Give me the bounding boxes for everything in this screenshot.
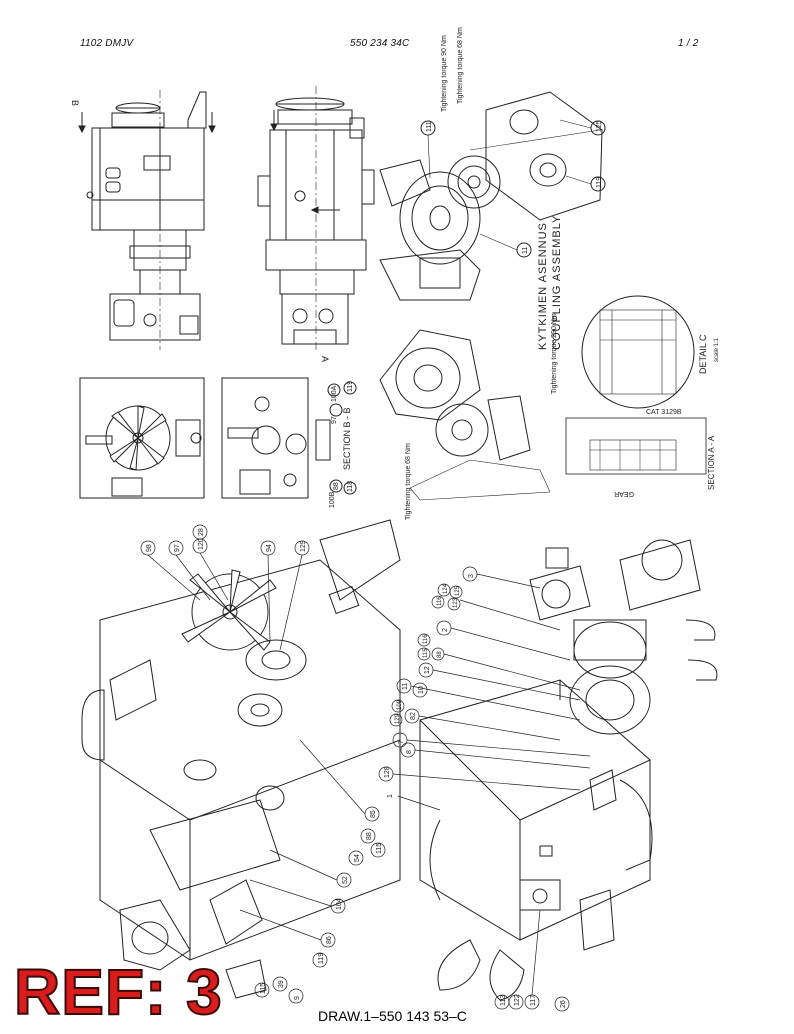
callout-lr-125: 125: [455, 585, 461, 596]
view-a-label: A: [320, 356, 330, 362]
callout-ll-88: 88: [366, 832, 373, 840]
callout-section-b-119: 119: [347, 381, 354, 392]
lower-left-callouts: 98 97 120 28 94 129 85 52 88 115 54 104 …: [140, 524, 386, 1004]
section-b-b-label: SECTION B - B: [342, 407, 352, 470]
callout-ll-119: 119: [318, 953, 325, 964]
callout-lr-129: 129: [395, 713, 401, 724]
callout-top-11: 11: [522, 247, 529, 254]
callout-ll-52: 52: [342, 876, 349, 884]
section-a-a-label: SECTION A - A: [707, 435, 716, 490]
gear-label: GEAR: [614, 490, 634, 497]
callout-lr-116: 116: [437, 596, 443, 606]
callout-lr-123: 123: [453, 597, 459, 608]
view-b-label: B: [70, 100, 80, 106]
callout-lr-12: 12: [424, 666, 431, 674]
callout-section-b-100b: 100B: [329, 491, 336, 508]
callout-section-b-88: 88: [333, 482, 340, 490]
callout-ll-85: 85: [370, 810, 377, 818]
callout-lr-88: 88: [437, 651, 443, 658]
detail-c-scale: scale 1:1: [714, 337, 720, 362]
callout-ll-94: 94: [266, 544, 273, 552]
callout-ll-129: 129: [300, 540, 307, 552]
callout-top-119: 119: [596, 177, 603, 188]
section-b-views: 100A 97 119 SECTION B - B 88 118 100B: [79, 377, 357, 508]
callout-top-111: 111: [426, 121, 433, 132]
callout-ll-28: 28: [198, 528, 205, 536]
callout-lr-128: 128: [384, 766, 391, 778]
callout-ll-115b: 115: [260, 983, 267, 994]
coupling-assembly-title-fi: KYTKIMEN ASENNUS: [537, 222, 549, 350]
header-model: 1102 DMJV: [80, 38, 134, 49]
header-part-number: 550 234 34C: [350, 38, 410, 49]
callout-section-b-100a: 100A: [331, 385, 338, 402]
callout-lr-8: 8: [406, 750, 413, 754]
callout-lr-117: 117: [530, 995, 537, 1006]
callout-ll-98: 98: [146, 544, 153, 552]
callout-lr-109: 109: [397, 699, 403, 710]
callout-lr-3: 3: [468, 574, 475, 578]
callout-ll-54: 54: [354, 854, 361, 862]
tightening-low: Tightening torque 68 Nm: [405, 443, 412, 520]
coupling-assembly-exploded: Tightening torque 90 Nm Tightening torqu…: [379, 27, 606, 350]
tightening-mid: Tightening torque 290 Nm: [551, 313, 558, 394]
callout-lr-10: 10: [418, 686, 425, 694]
callout-lr-115: 115: [423, 648, 429, 658]
callout-lr-26: 26: [560, 1000, 567, 1008]
reference-stamp: REF: 3: [13, 956, 223, 1028]
lower-right-callouts: 3 124 125 123 116 2 116 115 88 12 11 10 …: [378, 566, 591, 1012]
cat-label: CAT 3129B: [646, 409, 682, 416]
callout-ll-97: 97: [174, 544, 181, 552]
coupling-assembly-title-en: COUPLING ASSEMBLY: [551, 215, 563, 350]
drawing-number: DRAW.1–550 143 53–C: [318, 1008, 467, 1024]
side-elevation-view: B: [70, 90, 216, 350]
gear-detail-views: Tightening torque 290 Nm Tightening torq…: [379, 295, 720, 520]
tightening-top-1: Tightening torque 90 Nm: [441, 35, 448, 112]
callout-section-b-118: 118: [347, 481, 354, 492]
callout-lr-7: 7: [398, 740, 405, 744]
callout-ll-9: 9: [294, 996, 301, 1000]
callout-lr-1: 1: [387, 794, 394, 798]
callout-top-125: 125: [596, 120, 603, 132]
header-page-number: 1 / 2: [678, 38, 699, 49]
callout-lr-124: 124: [443, 583, 449, 594]
callout-lr-82: 82: [410, 712, 417, 720]
tightening-top-2: Tightening torque 68 Nm: [457, 27, 464, 104]
detail-c-label: DETAIL C: [698, 334, 708, 374]
callout-lr-116b: 116: [423, 634, 429, 644]
callout-lr-122: 122: [514, 994, 521, 1006]
callout-ll-120: 120: [198, 538, 205, 550]
callout-ll-104: 104: [336, 898, 343, 910]
callout-ll-86: 86: [326, 936, 333, 944]
callout-ll-39: 39: [278, 980, 285, 988]
lower-left-isometric-assembly: [81, 519, 401, 999]
callout-ll-115: 115: [376, 843, 383, 854]
callout-lr-2: 2: [442, 628, 449, 632]
front-elevation-view: A: [257, 86, 375, 362]
callout-lr-113: 113: [500, 995, 507, 1006]
lower-right-isometric-assembly: [419, 539, 718, 1001]
callout-section-b-97: 97: [331, 416, 338, 424]
callout-lr-11: 11: [402, 683, 409, 690]
